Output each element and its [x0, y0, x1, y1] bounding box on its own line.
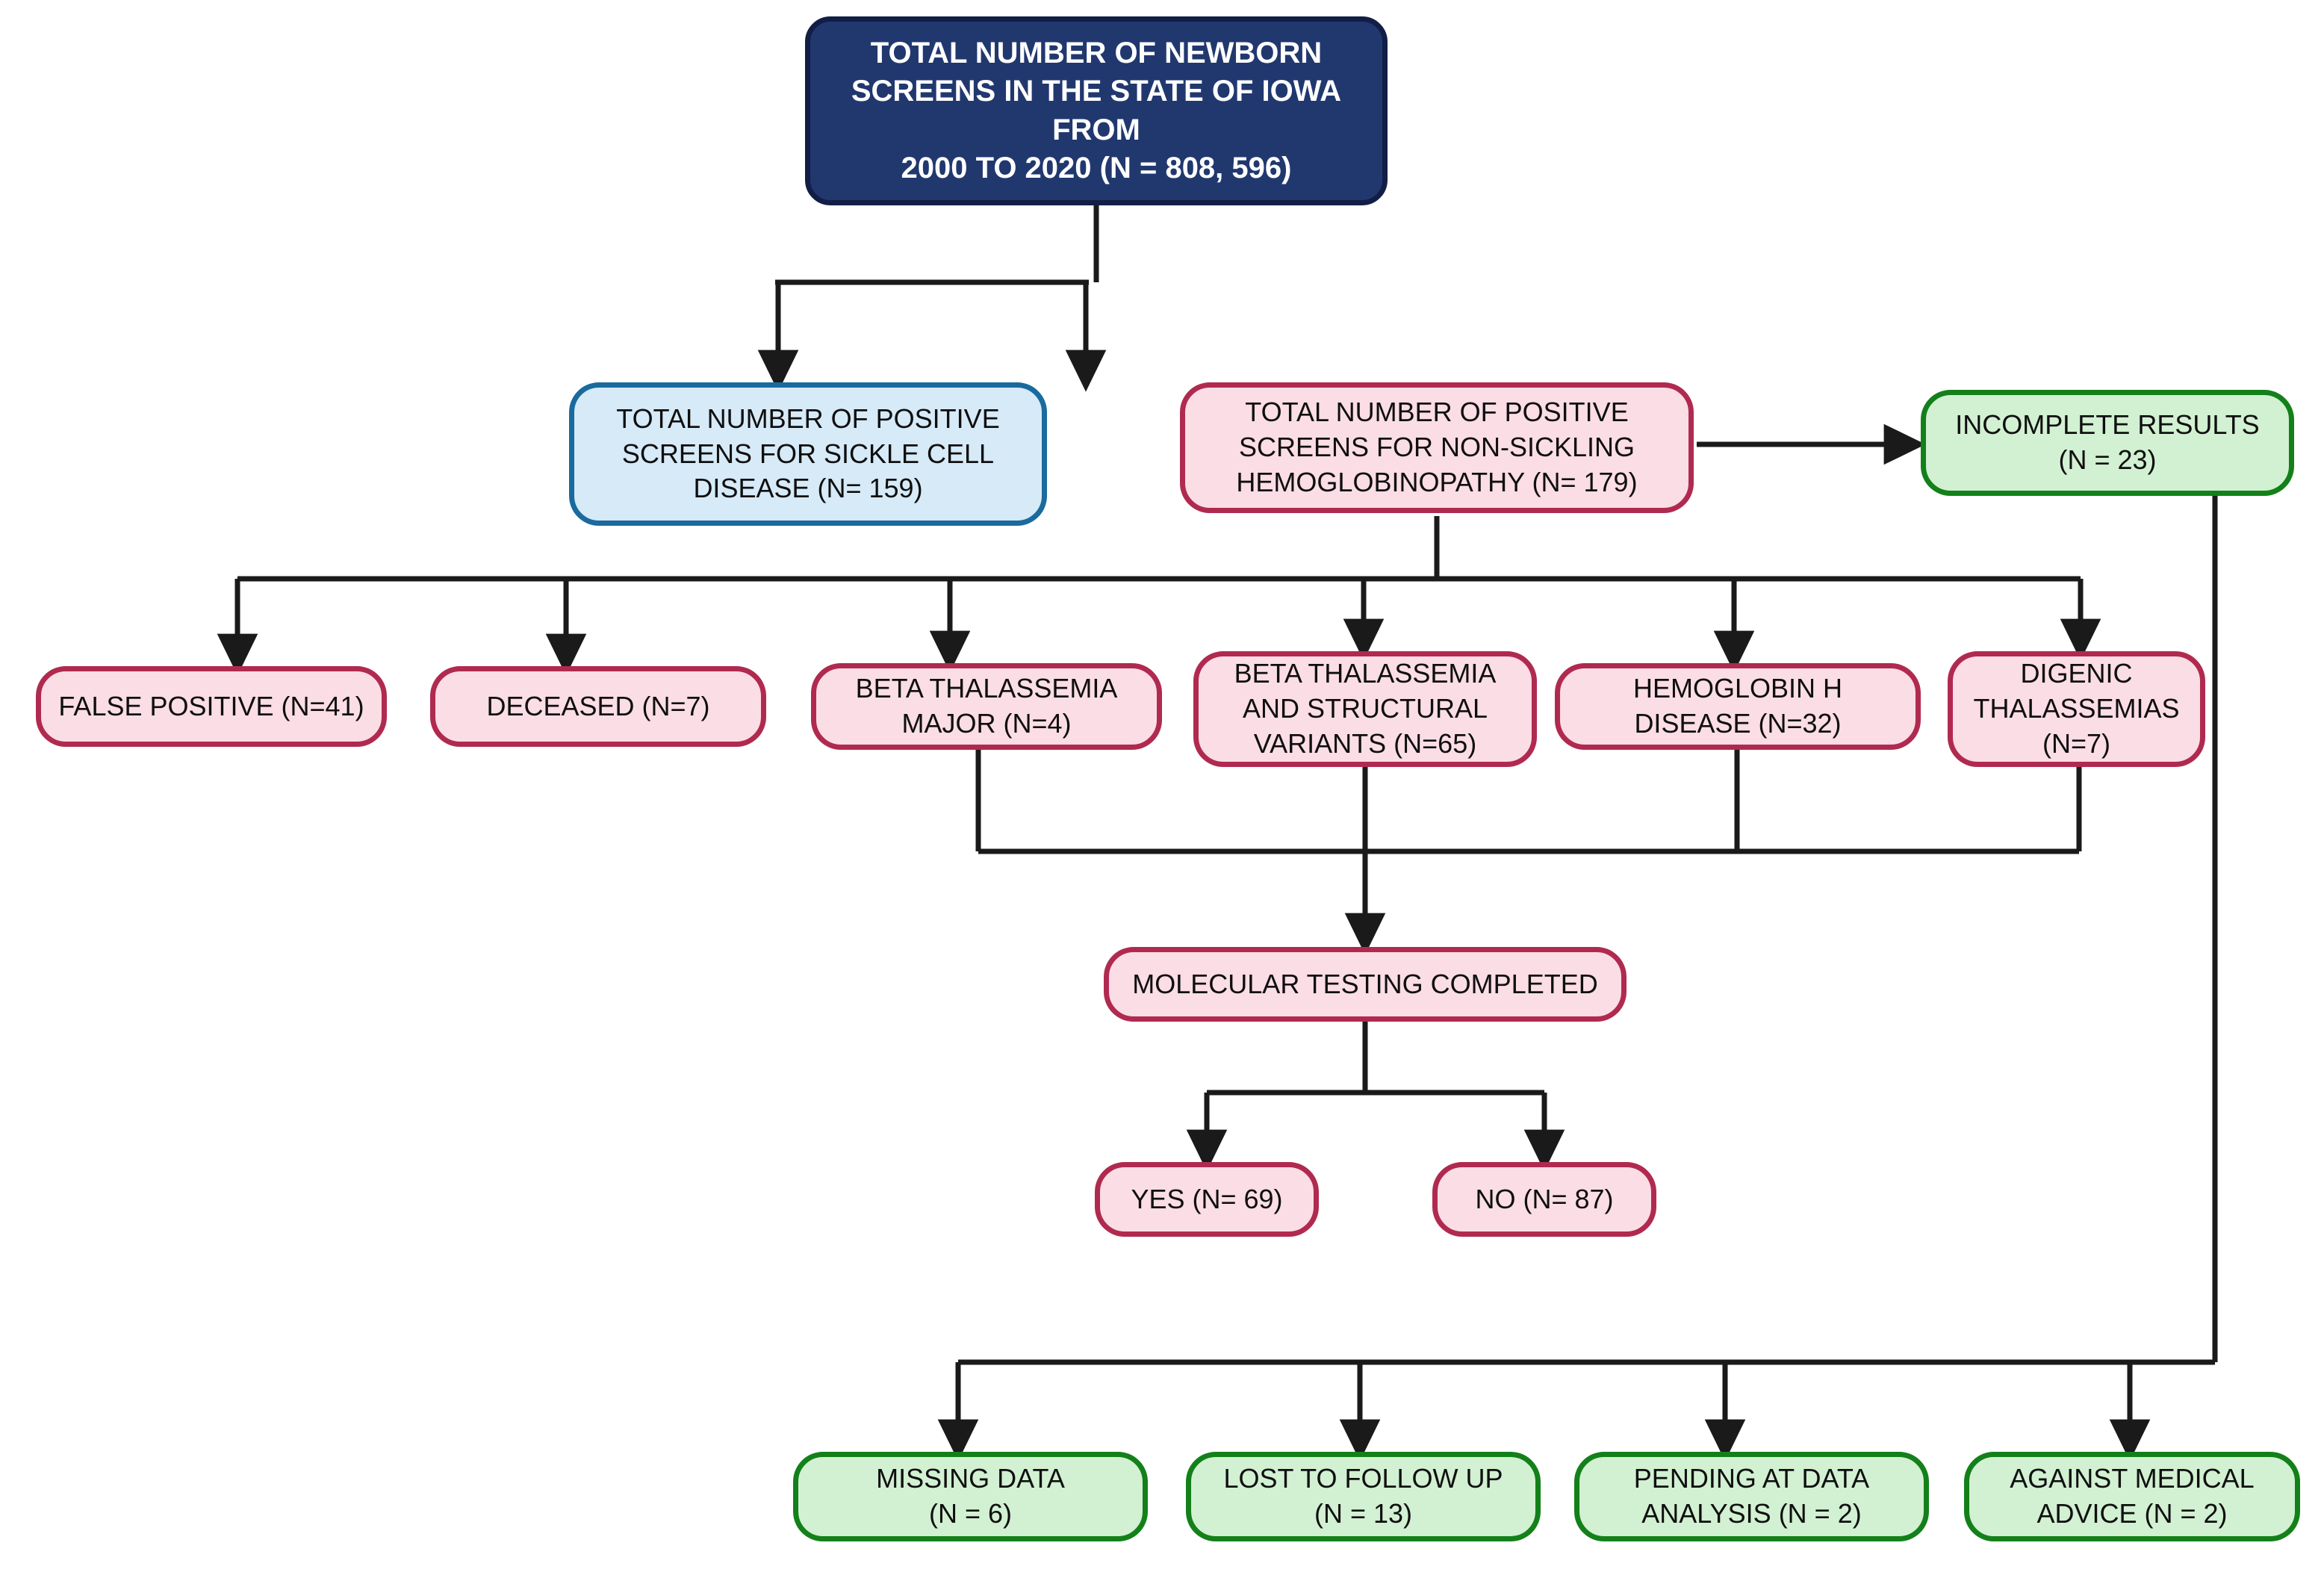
- node-label: BETA THALASSEMIA AND STRUCTURAL VARIANTS…: [1234, 658, 1497, 759]
- node-label: DIGENIC THALASSEMIAS (N=7): [1973, 658, 2180, 759]
- node-label: LOST TO FOLLOW UP (N = 13): [1223, 1463, 1503, 1529]
- node-non-sickling-positive[interactable]: TOTAL NUMBER OF POSITIVE SCREENS FOR NON…: [1180, 382, 1694, 513]
- node-hemoglobin-h-disease[interactable]: HEMOGLOBIN H DISEASE (N=32): [1555, 663, 1921, 750]
- node-lost-to-follow-up[interactable]: LOST TO FOLLOW UP (N = 13): [1186, 1452, 1541, 1541]
- node-label: TOTAL NUMBER OF POSITIVE SCREENS FOR NON…: [1236, 397, 1638, 497]
- node-label: HEMOGLOBIN H DISEASE (N=32): [1632, 673, 1843, 739]
- node-label: MOLECULAR TESTING COMPLETED: [1132, 968, 1598, 999]
- node-molecular-testing-no[interactable]: NO (N= 87): [1432, 1162, 1656, 1237]
- node-label: BETA THALASSEMIA MAJOR (N=4): [855, 673, 1118, 739]
- node-incomplete-results[interactable]: INCOMPLETE RESULTS (N = 23): [1921, 390, 2294, 496]
- node-deceased[interactable]: DECEASED (N=7): [430, 666, 766, 747]
- node-sickle-cell-positive[interactable]: TOTAL NUMBER OF POSITIVE SCREENS FOR SIC…: [569, 382, 1047, 526]
- node-total-newborn-screens[interactable]: TOTAL NUMBER OF NEWBORN SCREENS IN THE S…: [805, 16, 1388, 205]
- node-label: AGAINST MEDICAL ADVICE (N = 2): [2010, 1463, 2255, 1529]
- node-beta-thalassemia-structural-variants[interactable]: BETA THALASSEMIA AND STRUCTURAL VARIANTS…: [1193, 651, 1537, 767]
- node-label: YES (N= 69): [1131, 1183, 1283, 1214]
- node-label: PENDING AT DATA ANALYSIS (N = 2): [1633, 1463, 1870, 1529]
- node-label: MISSING DATA (N = 6): [876, 1463, 1065, 1529]
- node-label: TOTAL NUMBER OF NEWBORN SCREENS IN THE S…: [851, 37, 1342, 184]
- node-digenic-thalassemias[interactable]: DIGENIC THALASSEMIAS (N=7): [1948, 651, 2205, 767]
- node-label: TOTAL NUMBER OF POSITIVE SCREENS FOR SIC…: [616, 403, 1000, 504]
- node-label: DECEASED (N=7): [486, 690, 710, 721]
- node-missing-data[interactable]: MISSING DATA (N = 6): [793, 1452, 1148, 1541]
- node-molecular-testing-yes[interactable]: YES (N= 69): [1095, 1162, 1319, 1237]
- node-pending-at-data-analysis[interactable]: PENDING AT DATA ANALYSIS (N = 2): [1574, 1452, 1929, 1541]
- node-beta-thalassemia-major[interactable]: BETA THALASSEMIA MAJOR (N=4): [811, 663, 1162, 750]
- node-label: INCOMPLETE RESULTS (N = 23): [1955, 409, 2260, 475]
- node-false-positive[interactable]: FALSE POSITIVE (N=41): [36, 666, 387, 747]
- node-label: FALSE POSITIVE (N=41): [58, 690, 364, 721]
- node-molecular-testing-completed[interactable]: MOLECULAR TESTING COMPLETED: [1104, 947, 1627, 1022]
- node-label: NO (N= 87): [1475, 1183, 1614, 1214]
- node-against-medical-advice[interactable]: AGAINST MEDICAL ADVICE (N = 2): [1964, 1452, 2300, 1541]
